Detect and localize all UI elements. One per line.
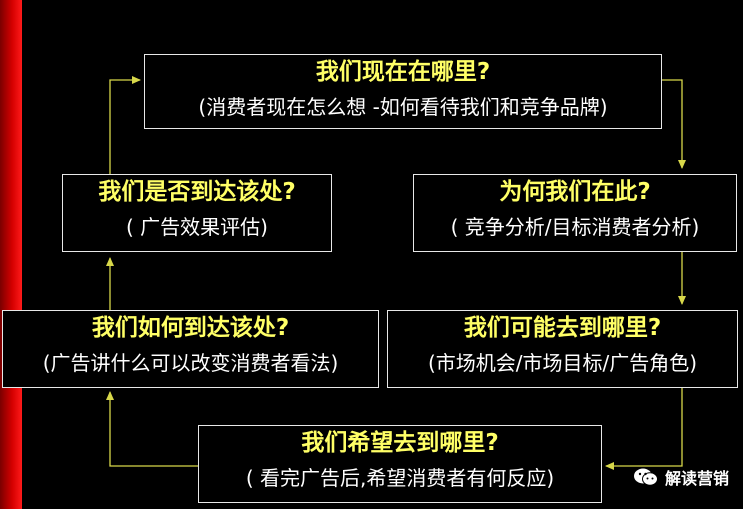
node-where-hope: 我们希望去到哪里? ( 看完广告后,希望消费者有何反应) — [198, 425, 602, 503]
node-question: 我们现在在哪里? — [315, 59, 491, 85]
node-question: 为何我们在此? — [499, 179, 651, 205]
arrow-where-now-to-why-here — [662, 79, 686, 169]
watermark-text: 解读营销 — [664, 469, 729, 488]
arrow-where-could-to-where-hope — [605, 386, 683, 470]
node-detail: ( 竞争分析/目标消费者分析) — [450, 215, 700, 239]
node-detail: ( 广告效果评估) — [126, 215, 268, 239]
node-question: 我们是否到达该处? — [98, 179, 296, 205]
arrow-did-we-arrive-to-where-now — [109, 76, 141, 174]
node-detail: (广告讲什么可以改变消费者看法) — [42, 351, 339, 375]
wechat-logo-icon — [633, 468, 658, 486]
node-why-here: 为何我们在此? ( 竞争分析/目标消费者分析) — [413, 174, 737, 252]
node-detail: ( 看完广告后,希望消费者有何反应) — [245, 466, 555, 490]
node-question: 我们希望去到哪里? — [301, 430, 499, 456]
node-question: 我们可能去到哪里? — [463, 315, 662, 341]
arrow-where-hope-to-how-get-there — [106, 391, 198, 467]
node-did-we-arrive: 我们是否到达该处? ( 广告效果评估) — [62, 174, 332, 252]
node-detail: (消费者现在怎么想 -如何看待我们和竞争品牌) — [198, 95, 608, 119]
node-where-could: 我们可能去到哪里? (市场机会/市场目标/广告角色) — [387, 310, 738, 388]
node-how-get-there: 我们如何到达该处? (广告讲什么可以改变消费者看法) — [2, 310, 379, 388]
node-question: 我们如何到达该处? — [91, 315, 290, 341]
watermark: 解读营销 — [633, 465, 729, 489]
node-detail: (市场机会/市场目标/广告角色) — [427, 351, 698, 375]
node-where-now: 我们现在在哪里? (消费者现在怎么想 -如何看待我们和竞争品牌) — [144, 54, 662, 129]
